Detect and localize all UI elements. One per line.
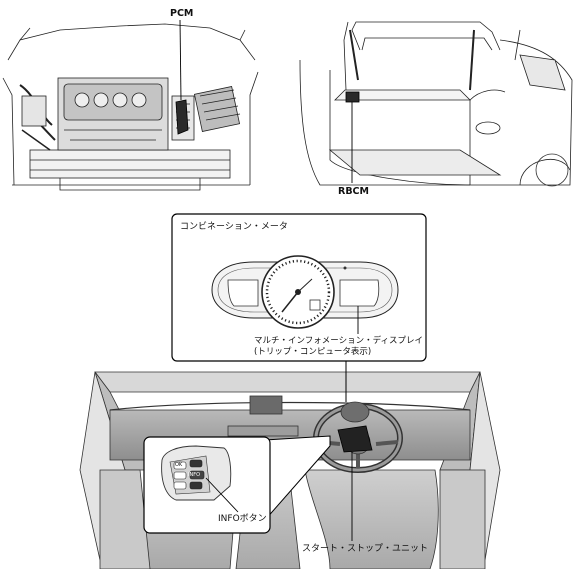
- info-button-label: INFOボタン: [218, 514, 267, 524]
- mid-label-line2: (トリップ・コンピュータ表示): [254, 347, 372, 357]
- combination-meter-callout: [171, 213, 427, 402]
- info-switch-label: INFO: [188, 472, 201, 478]
- trunk-illustration: [299, 21, 573, 187]
- pcm-label: PCM: [170, 8, 194, 19]
- ok-switch-label: OK: [175, 462, 183, 468]
- engine-bay-illustration: [2, 23, 259, 191]
- rbcm-label: RBCM: [338, 186, 369, 197]
- start-stop-unit-label: スタート・ストップ・ユニット: [302, 544, 429, 554]
- pcm-unit: [175, 19, 189, 135]
- mid-label-line1: マルチ・インフォメーション・ディスプレイ: [254, 336, 423, 346]
- info-switch-callout: [143, 435, 331, 534]
- combination-meter-label: コンビネーション・メータ: [180, 222, 288, 232]
- rbcm-unit: [345, 91, 360, 183]
- start-stop-unit-marker: [337, 425, 373, 541]
